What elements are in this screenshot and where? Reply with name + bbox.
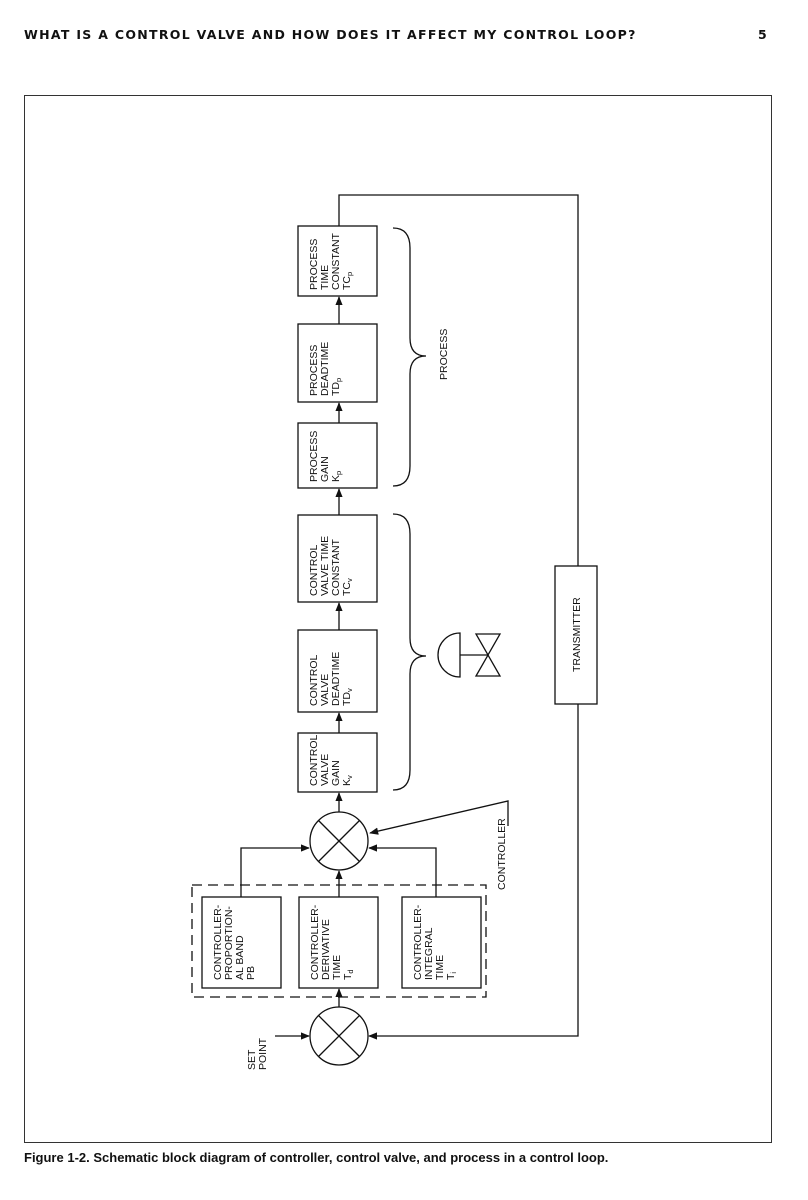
- svg-text:Ti: Ti: [445, 972, 458, 980]
- process-tc-line-1: PROCESS: [308, 239, 320, 290]
- process-label: PROCESS: [438, 329, 450, 380]
- process-gain-line-1: PROCESS: [308, 431, 320, 482]
- pb-label-line-4: PB: [245, 966, 257, 980]
- process-gain-line-2: GAIN: [319, 456, 331, 482]
- svg-text:Kp: Kp: [330, 471, 343, 482]
- svg-text:Td: Td: [342, 969, 355, 980]
- valve-deadtime-block: [297, 629, 378, 713]
- process-deadtime-subscript: p: [334, 378, 343, 382]
- controller-summing-junction: [309, 811, 369, 871]
- valve-tc-line-3: CONSTANT: [330, 538, 342, 596]
- valve-gain-symbol: K: [341, 779, 353, 786]
- valve-gain-line-2: VALVE: [319, 754, 331, 786]
- valve-time-constant-block: [297, 514, 378, 603]
- process-deadtime-symbol: TD: [330, 382, 342, 396]
- svg-text:TCp: TCp: [341, 272, 354, 290]
- ti-label-line-1: CONTROLLER-: [412, 904, 424, 980]
- valve-deadtime-symbol: TD: [341, 692, 353, 706]
- valve-tc-subscript: v: [345, 578, 354, 582]
- valve-gain-line-3: GAIN: [330, 760, 342, 786]
- process-tc-symbol: TC: [341, 276, 353, 290]
- td-label-line-3: TIME: [331, 955, 343, 980]
- process-time-constant-block: [297, 225, 378, 297]
- ti-label-line-2: INTEGRAL: [423, 927, 435, 980]
- figure-frame: [24, 95, 772, 1143]
- pb-label-line-3: AL BAND: [234, 935, 246, 980]
- valve-deadtime-subscript: v: [345, 688, 354, 692]
- valve-deadtime-line-3: DEADTIME: [330, 652, 342, 706]
- valve-gain-subscript: v: [345, 775, 354, 779]
- valve-gain-line-1: CONTROL: [308, 735, 320, 786]
- pb-label-line-1: CONTROLLER-: [212, 904, 224, 980]
- process-brace: [392, 227, 427, 487]
- valve-tc-line-2: VALVE TIME: [319, 536, 331, 596]
- valve-deadtime-line-1: CONTROL: [308, 655, 320, 706]
- ti-label-subscript: i: [449, 972, 458, 974]
- set-point-label-line-2: POINT: [257, 1037, 269, 1070]
- process-deadtime-block: [297, 323, 378, 403]
- process-gain-symbol: K: [330, 475, 342, 482]
- setpoint-summing-junction: [309, 1006, 369, 1066]
- process-gain-block: [297, 422, 378, 489]
- ti-label-line-3: TIME: [434, 955, 446, 980]
- controller-label: CONTROLLER: [496, 818, 508, 890]
- valve-deadtime-line-2: VALVE: [319, 674, 331, 706]
- transmitter-block: [554, 565, 598, 705]
- svg-text:Kv: Kv: [341, 775, 354, 786]
- control-valve-brace: [392, 513, 427, 791]
- td-label-subscript: d: [346, 969, 355, 973]
- set-point-label-line-1: SET: [246, 1049, 258, 1070]
- valve-tc-line-1: CONTROL: [308, 545, 320, 596]
- valve-gain-block: [297, 732, 378, 793]
- transmitter-label: TRANSMITTER: [571, 597, 583, 672]
- svg-text:TDp: TDp: [330, 378, 343, 396]
- svg-text:TDv: TDv: [341, 688, 354, 706]
- pb-label-line-2: PROPORTION-: [223, 906, 235, 980]
- page-number: 5: [758, 27, 767, 42]
- figure-caption: Figure 1-2. Schematic block diagram of c…: [24, 1150, 609, 1165]
- process-gain-subscript: p: [334, 471, 343, 475]
- process-deadtime-line-2: DEADTIME: [319, 342, 331, 396]
- svg-text:TCv: TCv: [341, 578, 354, 596]
- process-tc-line-2: TIME: [319, 265, 331, 290]
- td-label-line-1: CONTROLLER-: [309, 904, 321, 980]
- process-tc-line-3: CONSTANT: [330, 232, 342, 290]
- td-label-line-2: DERIVATIVE: [320, 919, 332, 980]
- running-header-title: WHAT IS A CONTROL VALVE AND HOW DOES IT …: [24, 27, 637, 42]
- process-tc-subscript: p: [345, 272, 354, 276]
- proportional-band-block: [201, 896, 282, 989]
- td-label-symbol: T: [342, 973, 354, 980]
- ti-label-symbol: T: [445, 973, 457, 980]
- control-valve-symbol-icon: [437, 632, 502, 678]
- integral-time-block: [401, 896, 482, 989]
- process-deadtime-line-1: PROCESS: [308, 345, 320, 396]
- valve-tc-symbol: TC: [341, 582, 353, 596]
